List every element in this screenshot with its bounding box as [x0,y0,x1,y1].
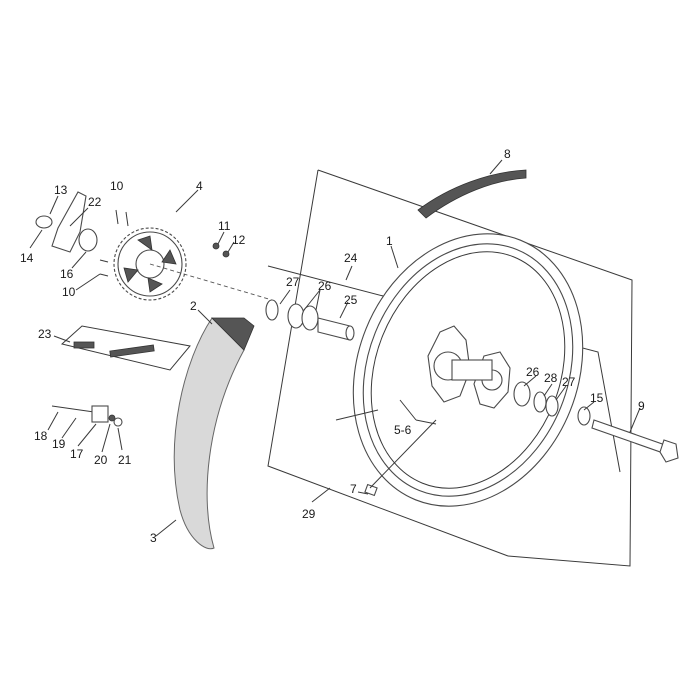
callout-15: 15 [590,391,604,405]
callout-26-left: 26 [318,279,332,293]
sprocket-carrier-parts [35,191,98,253]
callout-5-6: 5-6 [394,423,412,437]
callout-18: 18 [34,429,48,443]
callout-10-bottom: 10 [62,285,76,299]
callout-29: 29 [302,507,316,521]
left-spacer-stack [265,299,355,341]
callout-2: 2 [190,299,197,313]
leader-lines [29,159,641,537]
callout-20: 20 [94,453,108,467]
callout-26-right: 26 [526,365,540,379]
callout-8: 8 [504,147,511,161]
callout-27-left: 27 [286,275,300,289]
callout-28: 28 [544,371,558,385]
callout-23: 23 [38,327,52,341]
sprocket-nuts-11-12 [212,242,230,258]
callout-10-top: 10 [110,179,124,193]
callout-9: 9 [638,399,645,413]
callout-21: 21 [118,453,132,467]
callout-22: 22 [88,195,102,209]
callout-19: 19 [52,437,66,451]
callout-17: 17 [70,447,84,461]
callout-12: 12 [232,233,246,247]
callout-25: 25 [344,293,358,307]
callout-14: 14 [20,251,34,265]
callout-1: 1 [386,234,393,248]
right-bearing-stack [513,381,591,426]
tyre-3 [173,317,255,550]
axis-dash-line [149,263,273,301]
callout-labels: 1 2 3 4 5-6 7 8 9 10 10 11 12 13 14 15 1… [20,147,645,545]
chain-kit-23 [60,325,191,371]
callout-16: 16 [60,267,74,281]
axle-9 [591,419,679,463]
callout-11: 11 [218,219,231,233]
chain-adjuster-parts [51,405,123,427]
sprocket-bolts-10 [99,209,129,277]
spokes-5-6 [335,409,437,489]
hub-assembly [427,325,511,409]
callout-13: 13 [54,183,68,197]
callout-7: 7 [350,482,357,496]
callout-3: 3 [150,531,157,545]
callout-27-right: 27 [562,375,576,389]
rim-tape-8 [417,169,527,219]
callout-4: 4 [196,179,203,193]
callout-24: 24 [344,251,358,265]
